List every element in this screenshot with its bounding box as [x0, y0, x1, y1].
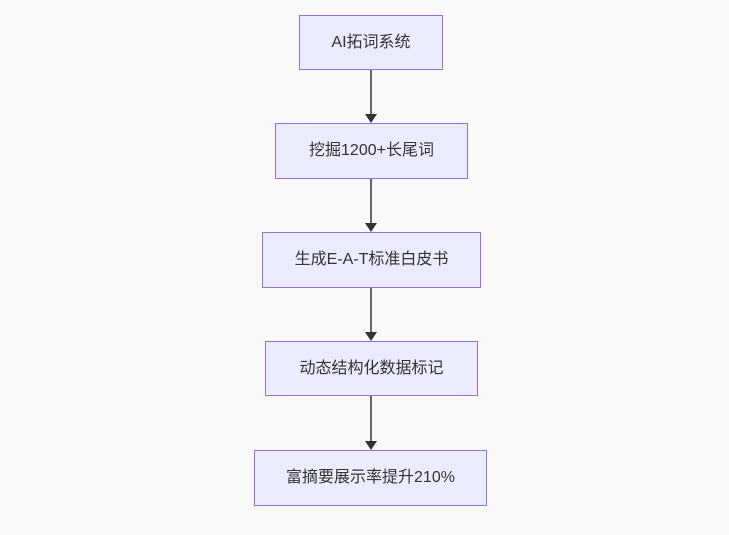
flow-node-rich-snippet-rate: 富摘要展示率提升210% [254, 450, 487, 506]
flow-node-longtail-keywords: 挖掘1200+长尾词 [275, 123, 468, 179]
flow-arrow-2 [365, 179, 377, 232]
flow-arrow-3 [365, 288, 377, 341]
arrow-head-down-icon [365, 114, 377, 123]
flow-node-ai-word-expansion-system: AI拓词系统 [299, 15, 443, 70]
arrow-head-down-icon [365, 441, 377, 450]
arrow-line [370, 70, 372, 114]
arrow-line [370, 179, 372, 223]
flow-arrow-1 [365, 70, 377, 123]
arrow-head-down-icon [365, 223, 377, 232]
arrow-line [370, 396, 372, 441]
flow-arrow-4 [365, 396, 377, 450]
flow-node-structured-data-markup: 动态结构化数据标记 [265, 341, 478, 396]
arrow-head-down-icon [365, 332, 377, 341]
flow-node-eat-whitepaper: 生成E-A-T标准白皮书 [262, 232, 481, 288]
arrow-line [370, 288, 372, 332]
